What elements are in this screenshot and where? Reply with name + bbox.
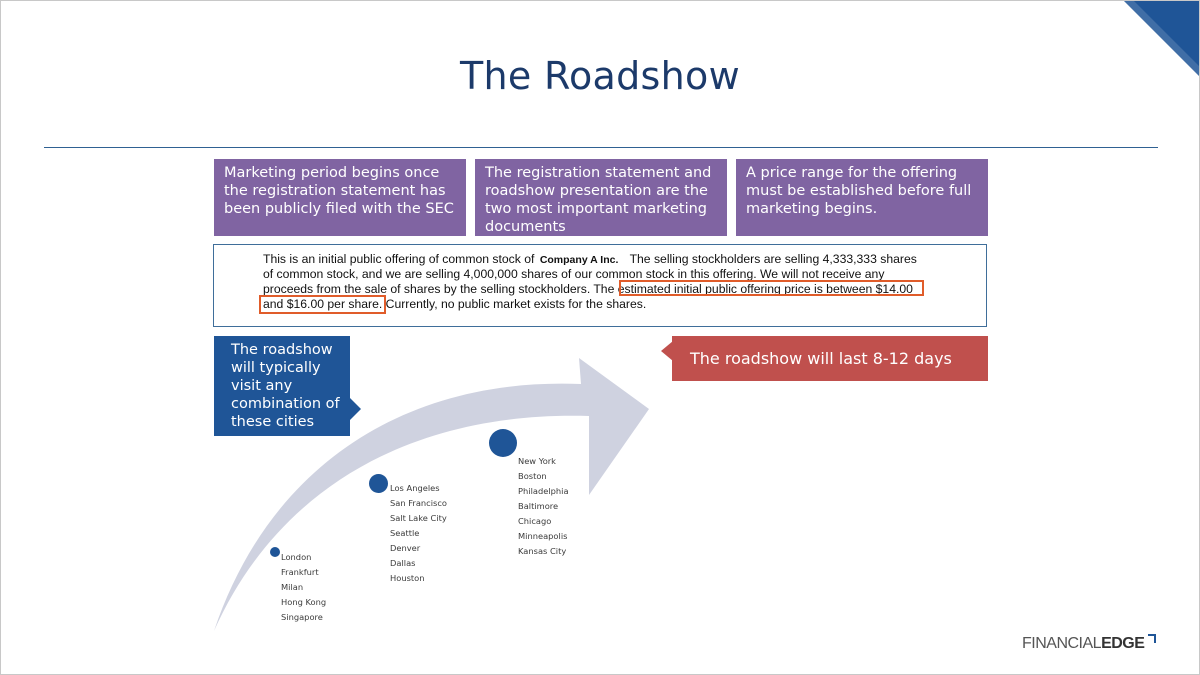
prospectus-excerpt: This is an initial public offering of co…: [213, 244, 987, 327]
city-item: Los Angeles: [390, 483, 440, 493]
cities-callout: The roadshow will typically visit any co…: [214, 336, 350, 436]
prospectus-line-1: This is an initial public offering of co…: [263, 252, 917, 266]
info-box-marketing-documents: The registration statement and roadshow …: [475, 159, 727, 236]
city-marker-west-us: [369, 474, 388, 493]
city-item: Hong Kong: [281, 597, 327, 607]
company-name: Company A Inc.: [539, 254, 619, 266]
logo-mark-icon: [1148, 634, 1156, 643]
city-item: Boston: [518, 471, 547, 481]
city-list-east: New York Boston Philadelphia Baltimore C…: [518, 454, 569, 559]
callout-pointer: [349, 397, 361, 421]
city-list-west: Los Angeles San Francisco Salt Lake City…: [390, 481, 447, 586]
prospectus-line-4: and $16.00 per share. Currently, no publ…: [263, 297, 647, 311]
city-list-international: London Frankfurt Milan Hong Kong Singapo…: [281, 550, 326, 625]
financial-edge-logo: FINANCIALEDGE: [1022, 635, 1145, 652]
price-range-highlight: [619, 280, 924, 296]
duration-callout-pointer: [661, 341, 673, 361]
city-item: Singapore: [281, 612, 323, 622]
city-item: Seattle: [390, 528, 420, 538]
city-item: Frankfurt: [281, 567, 319, 577]
price-range-highlight-continued: [259, 295, 386, 314]
city-item: Baltimore: [518, 501, 559, 511]
city-item: Milan: [281, 582, 304, 592]
city-item: Chicago: [518, 516, 552, 526]
city-item: San Francisco: [390, 498, 447, 508]
city-marker-east-us: [489, 429, 517, 457]
duration-callout: The roadshow will last 8-12 days: [672, 336, 988, 381]
city-item: Denver: [390, 543, 421, 553]
city-item: New York: [518, 456, 556, 466]
city-item: London: [281, 552, 312, 562]
prospectus-line-3: proceeds from the sale of shares by the …: [263, 282, 913, 296]
info-box-marketing-period: Marketing period begins once the registr…: [214, 159, 466, 236]
city-item: Philadelphia: [518, 486, 569, 496]
city-item: Houston: [390, 573, 425, 583]
city-item: Kansas City: [518, 546, 567, 556]
title-divider: [44, 147, 1158, 148]
city-item: Minneapolis: [518, 531, 568, 541]
corner-ribbon-decoration: [1124, 1, 1199, 76]
slide-title: The Roadshow: [460, 54, 740, 98]
city-item: Salt Lake City: [390, 513, 447, 523]
prospectus-line-2: of common stock, and we are selling 4,00…: [263, 267, 885, 281]
info-box-price-range: A price range for the offering must be e…: [736, 159, 988, 236]
city-item: Dallas: [390, 558, 416, 568]
city-marker-europe-asia: [270, 547, 280, 557]
